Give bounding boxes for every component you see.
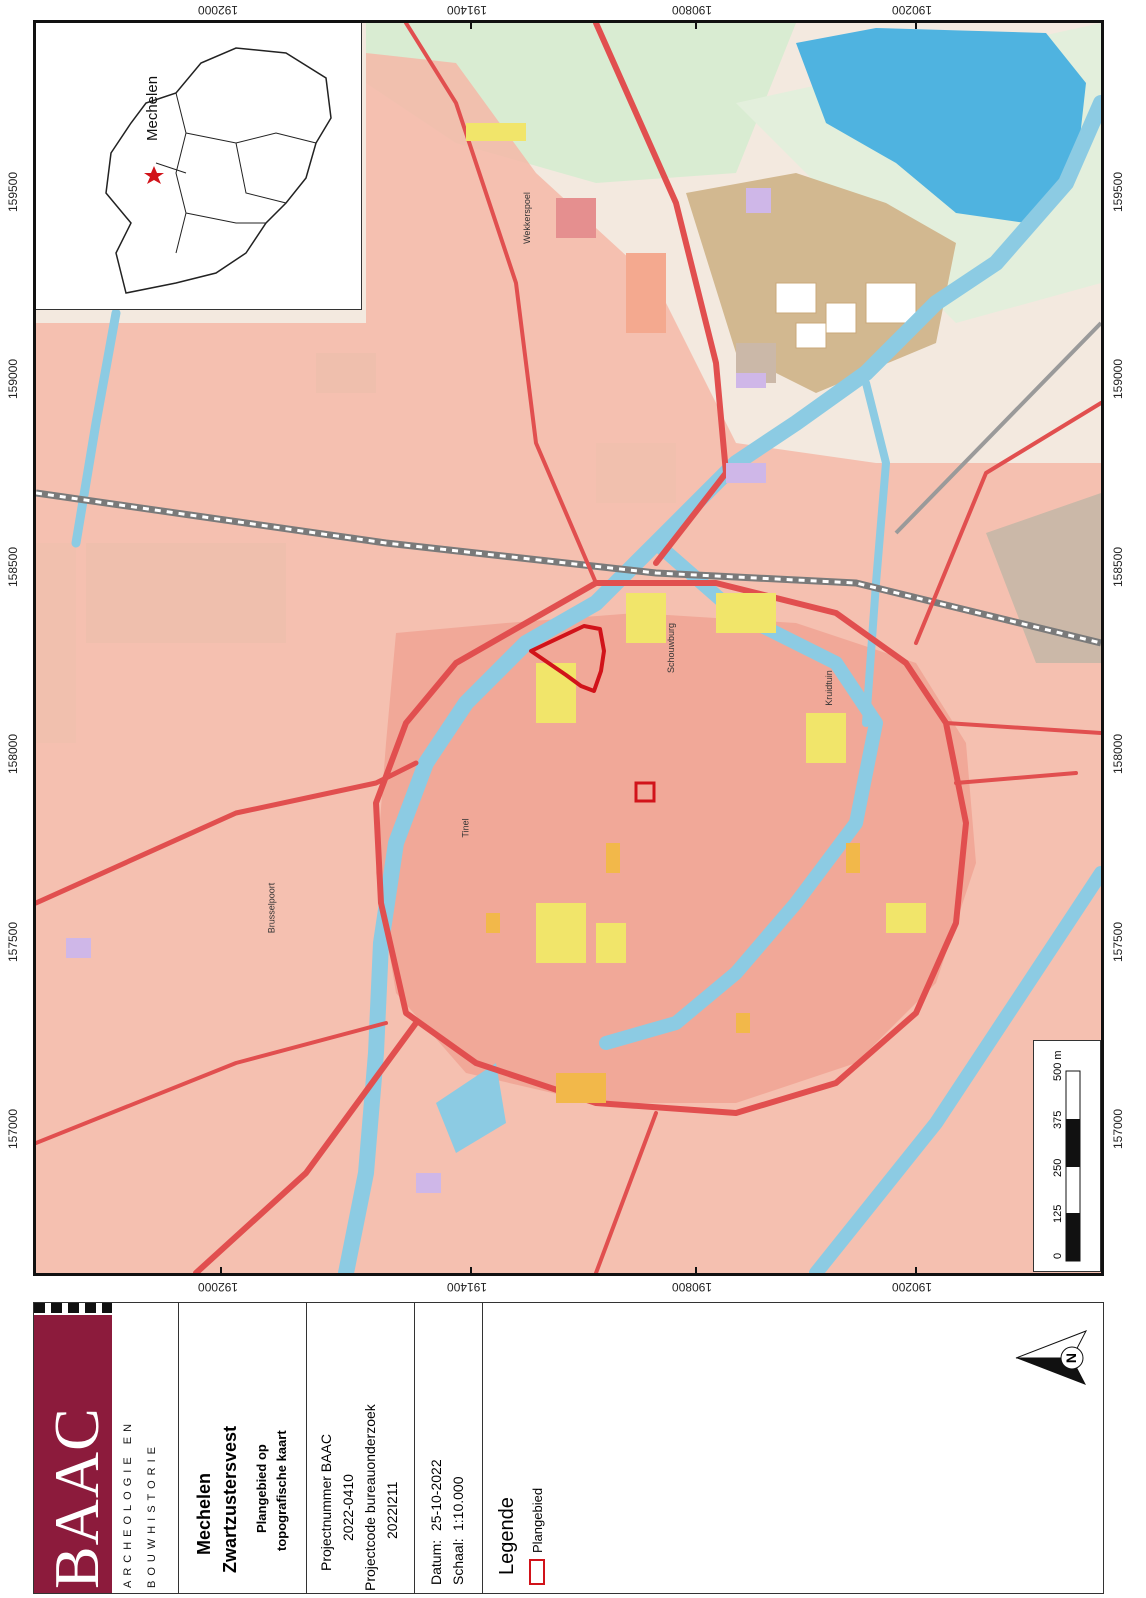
coord-bottom: 190800: [672, 1280, 713, 1294]
scale-value: 1:10.000: [450, 1476, 466, 1532]
coord-right: 158500: [1111, 546, 1126, 588]
baac-logo: BAAC ARCHEOLOGIE EN BOUWHISTORIE: [34, 1303, 174, 1593]
coord-right: 157000: [1111, 1108, 1126, 1150]
plangebied-marker-small: [634, 781, 656, 803]
north-arrow-icon: [1015, 1330, 1088, 1385]
coord-left: 158500: [6, 546, 21, 588]
scale-label: 125: [1052, 1204, 1064, 1223]
province-outline: [105, 47, 332, 294]
legend-item-label: Plangebied: [530, 1487, 545, 1553]
north-arrow: N: [1014, 1323, 1094, 1393]
street-label: Tinel: [460, 818, 471, 838]
coord-left: 157500: [6, 921, 21, 963]
divider: [482, 1303, 483, 1593]
north-label: N: [1063, 1352, 1080, 1364]
date-label: Datum:: [428, 1539, 444, 1585]
lake: [796, 28, 1086, 223]
coord-bottom: 192000: [198, 1280, 239, 1294]
legend-swatch-plangebied: [529, 1559, 545, 1585]
scale-label-text: Schaal:: [450, 1538, 466, 1585]
logo-text: BAAC: [41, 1407, 112, 1589]
street-label: Wekkerspoel: [521, 192, 532, 244]
coord-top: 192000: [198, 3, 239, 17]
title-block: BAAC ARCHEOLOGIE EN BOUWHISTORIE Mechele…: [33, 1302, 1104, 1594]
place-title: Mechelen: [194, 1472, 214, 1555]
divider: [178, 1303, 179, 1593]
plangebied-polygon: [529, 624, 606, 693]
major-roads: [36, 23, 1101, 1273]
street-label: Schouwburg: [666, 622, 677, 674]
coord-left: 157000: [6, 1108, 21, 1150]
coord-top: 191400: [447, 3, 488, 17]
scale-bar: 0 125 250 375 500 m: [1033, 1040, 1101, 1272]
divider: [414, 1303, 415, 1593]
coord-left: 158000: [6, 733, 21, 775]
coord-bottom: 190200: [892, 1280, 933, 1294]
industrial-area: [686, 173, 956, 393]
project-label: Projectnummer BAAC: [318, 1434, 334, 1571]
coord-left: 159000: [6, 358, 21, 400]
projectcode-label: Projectcode bureauonderzoek: [362, 1404, 378, 1591]
legend-title: Legende: [496, 1497, 518, 1575]
subtitle-line2: topografische kaart: [274, 1430, 289, 1551]
public-buildings: [66, 123, 926, 1193]
street-label: Brusselpoort: [266, 882, 277, 934]
coord-top: 190800: [672, 3, 713, 17]
coord-right: 158000: [1111, 733, 1126, 775]
coord-right: 159000: [1111, 358, 1126, 400]
site-title: Zwartzustersvest: [220, 1425, 240, 1573]
scale-label: 375: [1052, 1110, 1064, 1129]
projectcode-value: 2022I211: [384, 1481, 400, 1539]
harbour-basin: [436, 1063, 506, 1153]
divider: [306, 1303, 307, 1593]
inset-map: Mechelen: [36, 23, 362, 310]
project-number: 2022-0410: [340, 1474, 356, 1541]
logo-line2: BOUWHISTORIE: [146, 1442, 158, 1588]
subtitle-line1: Plangebied op: [254, 1444, 269, 1533]
industrial-buildings: [775, 282, 917, 349]
logo-line1: ARCHEOLOGIE EN: [122, 1418, 134, 1588]
coord-left: 159500: [6, 171, 21, 213]
street-label: Kruidtuin: [823, 670, 834, 706]
coord-top: 190200: [892, 3, 933, 17]
scale-label: 0: [1052, 1252, 1064, 1259]
inset-place-label: Mechelen: [144, 75, 161, 141]
coord-right: 159500: [1111, 171, 1126, 213]
scale-label: 500 m: [1052, 1050, 1064, 1081]
coord-right: 157500: [1111, 921, 1126, 963]
railway: [36, 321, 1101, 647]
date-value: 25-10-2022: [428, 1459, 444, 1531]
scale-label: 250: [1052, 1158, 1064, 1177]
red-star-icon: [144, 166, 164, 184]
coord-bottom: 191400: [447, 1280, 488, 1294]
scale-graphic: [1065, 1070, 1081, 1262]
